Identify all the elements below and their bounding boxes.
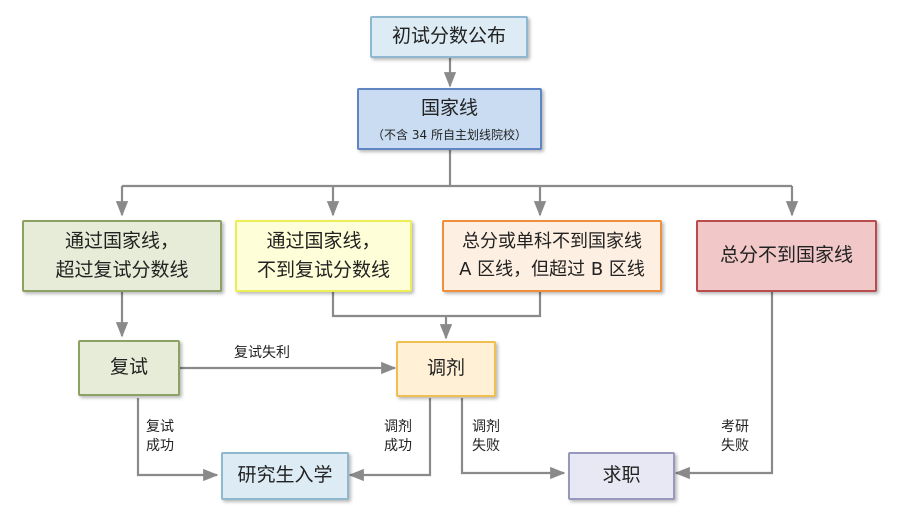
node-pass-below-line2: 不到复试分数线	[256, 259, 390, 281]
arrow-adjust-to-job	[460, 398, 566, 480]
label-retest-fail: 复试失利	[234, 345, 290, 361]
label-adjust-success: 调剂 成功	[384, 419, 412, 454]
node-adjust: 调剂	[396, 341, 496, 397]
arrow-retest-to-admission	[136, 398, 219, 482]
node-a-zone: 总分或单科不到国家线 A 区线，但超过 B 区线	[442, 220, 662, 292]
arrow-fail-to-job	[674, 292, 774, 480]
node-publish: 初试分数公布	[370, 16, 528, 58]
label-retest-success: 复试 成功	[146, 419, 174, 454]
node-pass-both-line2: 超过复试分数线	[55, 259, 189, 281]
arrow-adjust-to-admission	[348, 398, 432, 482]
node-national-line: 国家线 （不含 34 所自主划线院校）	[357, 88, 542, 150]
node-national-sub: （不含 34 所自主划线院校）	[372, 127, 527, 142]
node-pass-both-line1: 通过国家线，	[64, 229, 179, 252]
node-job: 求职	[568, 452, 675, 500]
node-national-label: 国家线	[420, 97, 478, 120]
node-a-zone-line1: 总分或单科不到国家线	[462, 231, 642, 253]
connector-pass-below-merge	[331, 292, 446, 318]
node-pass-below: 通过国家线， 不到复试分数线	[235, 220, 412, 292]
node-pass-both: 通过国家线， 超过复试分数线	[22, 220, 222, 292]
connector-a-zone-merge	[446, 292, 542, 318]
node-pass-below-line1: 通过国家线，	[266, 229, 381, 252]
node-retest-label: 复试	[109, 356, 148, 379]
node-retest: 复试	[78, 340, 180, 396]
label-exam-fail: 考研 失败	[721, 419, 749, 454]
node-a-zone-line2: A 区线，但超过 B 区线	[459, 259, 645, 280]
node-adjust-label: 调剂	[426, 357, 465, 380]
node-job-label: 求职	[602, 464, 641, 487]
node-fail-total: 总分不到国家线	[696, 220, 877, 292]
node-fail-total-label: 总分不到国家线	[719, 244, 853, 267]
node-publish-label: 初试分数公布	[391, 25, 506, 48]
label-adjust-fail: 调剂 失败	[472, 419, 500, 454]
node-admission-label: 研究生入学	[237, 464, 333, 487]
node-admission: 研究生入学	[221, 452, 349, 500]
